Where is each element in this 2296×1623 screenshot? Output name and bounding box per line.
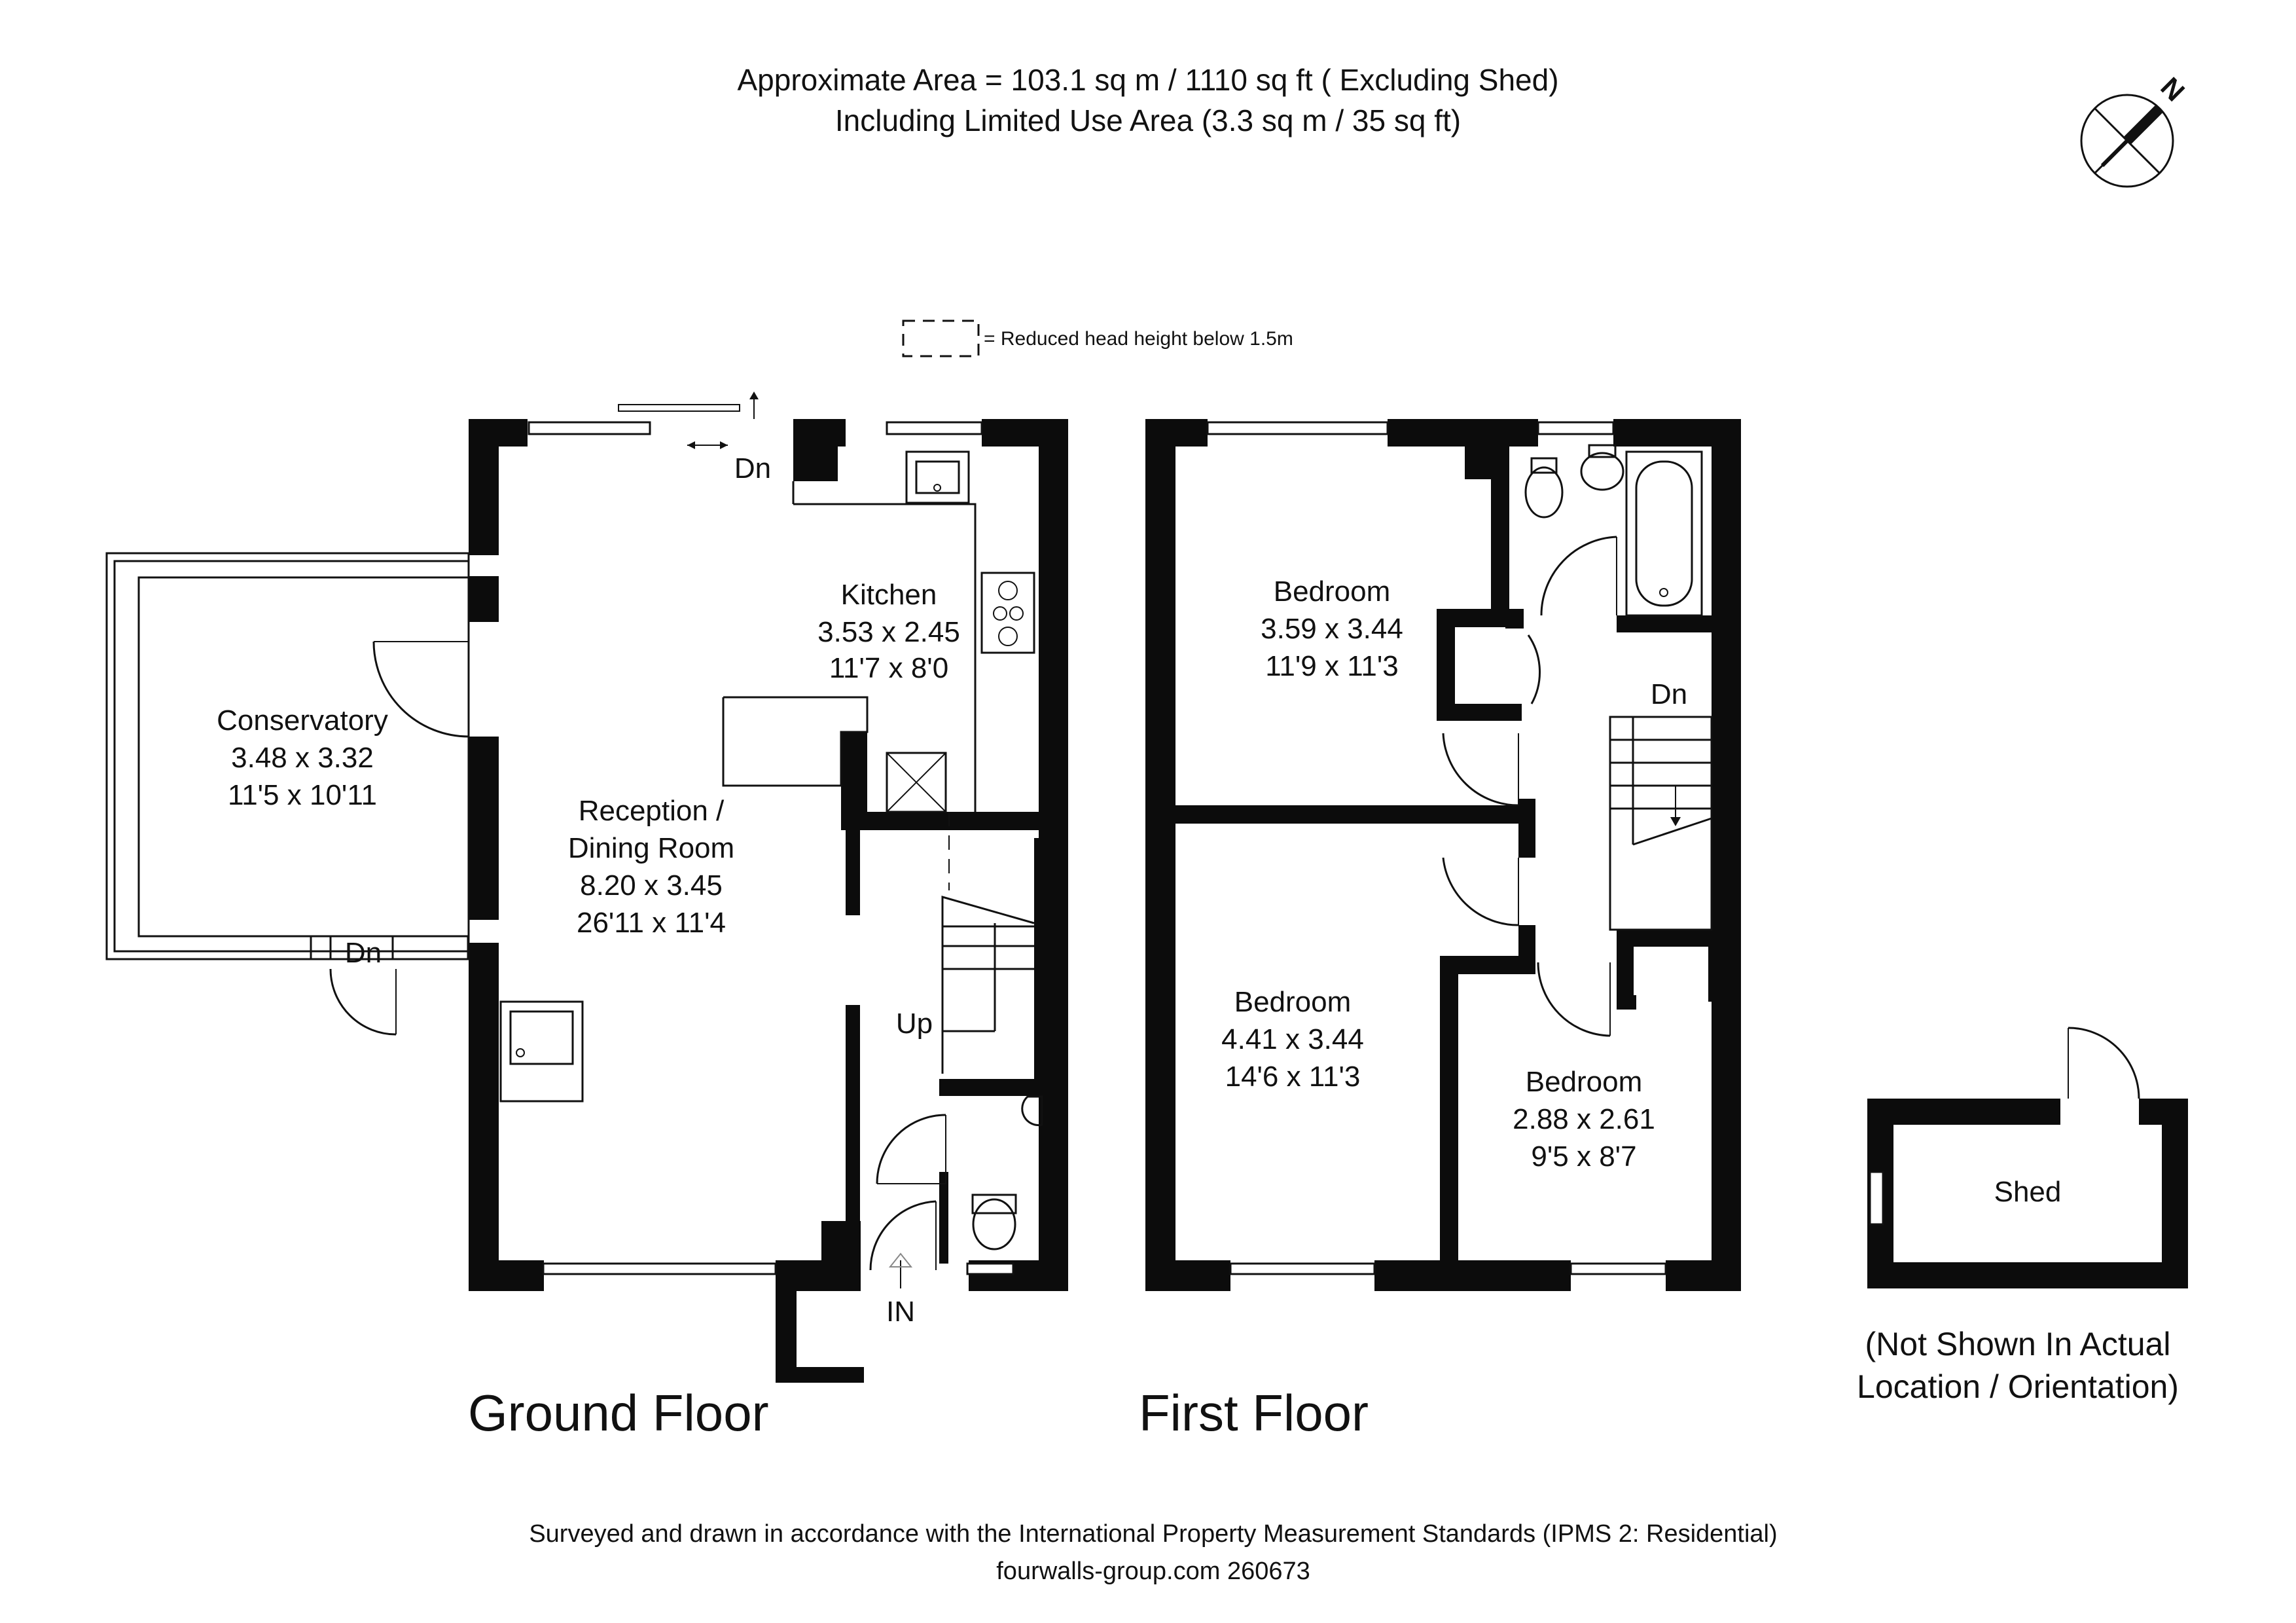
reception-label-line2: Dining Room xyxy=(568,832,734,864)
reception-imperial: 26'11 x 11'4 xyxy=(577,907,726,939)
shed-label: Shed xyxy=(1994,1176,2062,1208)
bedroom3-label: Bedroom xyxy=(1526,1066,1643,1098)
ground-floor-plan xyxy=(105,392,1068,1383)
compass-north-label: N xyxy=(2155,71,2191,107)
first-floor-title: First Floor xyxy=(1139,1384,1369,1442)
kitchen-label: Kitchen xyxy=(841,579,937,611)
first-floor-plan xyxy=(1145,419,1741,1291)
area-summary-line1: Approximate Area = 103.1 sq m / 1110 sq … xyxy=(737,63,1558,97)
first-dn-label: Dn xyxy=(1651,678,1687,710)
shed-note-line1: (Not Shown In Actual xyxy=(1865,1326,2171,1362)
bedroom1-imperial: 11'9 x 11'3 xyxy=(1265,650,1399,682)
reduced-height-legend-label: = Reduced head height below 1.5m xyxy=(984,328,1293,350)
conservatory-metric: 3.48 x 3.32 xyxy=(231,742,374,774)
bedroom1-label: Bedroom xyxy=(1274,575,1391,608)
bedroom3-imperial: 9'5 x 8'7 xyxy=(1531,1140,1636,1173)
kitchen-metric: 3.53 x 2.45 xyxy=(817,616,960,648)
reduced-height-legend-swatch xyxy=(902,319,980,357)
area-summary-line2: Including Limited Use Area (3.3 sq m / 3… xyxy=(835,103,1461,137)
conservatory-imperial: 11'5 x 10'11 xyxy=(228,779,377,811)
entrance-label: IN xyxy=(886,1296,915,1328)
footer-standards-line: Surveyed and drawn in accordance with th… xyxy=(529,1520,1777,1548)
kitchen-imperial: 11'7 x 8'0 xyxy=(829,652,948,684)
stairs-up-label: Up xyxy=(896,1008,933,1040)
bedroom2-label: Bedroom xyxy=(1234,986,1352,1018)
bedroom3-metric: 2.88 x 2.61 xyxy=(1513,1103,1655,1135)
reception-metric: 8.20 x 3.45 xyxy=(580,869,723,902)
shed-plan xyxy=(1867,1027,2188,1288)
shed-note-line2: Location / Orientation) xyxy=(1857,1368,2179,1405)
bedroom1-metric: 3.59 x 3.44 xyxy=(1261,613,1403,645)
bedroom2-metric: 4.41 x 3.44 xyxy=(1221,1023,1364,1055)
conservatory-label: Conservatory xyxy=(217,704,388,737)
conservatory-dn-label: Dn xyxy=(345,937,382,969)
bedroom2-imperial: 14'6 x 11'3 xyxy=(1225,1061,1361,1093)
footer-reference-line: fourwalls-group.com 260673 xyxy=(996,1558,1310,1585)
reception-label-line1: Reception / xyxy=(579,795,725,827)
ground-dn-top-label: Dn xyxy=(734,452,771,484)
compass-icon xyxy=(2080,94,2174,188)
ground-floor-title: Ground Floor xyxy=(468,1384,769,1442)
